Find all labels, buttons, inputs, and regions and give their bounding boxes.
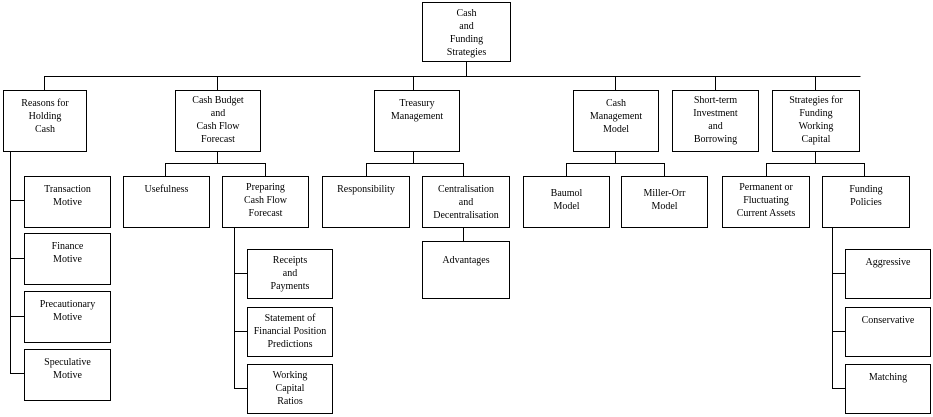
node-short-term-investment: Short-term Investment and Borrowing bbox=[672, 90, 759, 152]
node-funding-policies: Funding Policies bbox=[822, 176, 910, 228]
node-statement-financial-position: Statement of Financial Position Predicti… bbox=[247, 307, 333, 357]
node-transaction-motive: Transaction Motive bbox=[24, 176, 111, 228]
root-node: Cash and Funding Strategies bbox=[422, 2, 511, 62]
node-miller-orr-model: Miller-Orr Model bbox=[621, 176, 708, 228]
node-working-capital-ratios: Working Capital Ratios bbox=[247, 364, 333, 414]
node-cash-budget: Cash Budget and Cash Flow Forecast bbox=[175, 90, 261, 152]
node-reasons-for-holding-cash: Reasons for Holding Cash bbox=[3, 90, 87, 152]
node-treasury-management: Treasury Management bbox=[374, 90, 460, 152]
node-permanent-fluctuating: Permanent or Fluctuating Current Assets bbox=[722, 176, 810, 228]
node-finance-motive: Finance Motive bbox=[24, 233, 111, 285]
node-advantages: Advantages bbox=[422, 241, 510, 299]
node-preparing-cash-flow-forecast: Preparing Cash Flow Forecast bbox=[222, 176, 309, 228]
node-strategies-funding: Strategies for Funding Working Capital bbox=[772, 90, 860, 152]
node-usefulness: Usefulness bbox=[123, 176, 210, 228]
node-receipts-and-payments: Receipts and Payments bbox=[247, 249, 333, 299]
node-centralisation: Centralisation and Decentralisation bbox=[422, 176, 510, 228]
node-speculative-motive: Speculative Motive bbox=[24, 349, 111, 401]
node-responsibility: Responsibility bbox=[322, 176, 410, 228]
node-aggressive: Aggressive bbox=[845, 249, 931, 299]
node-cash-management-model: Cash Management Model bbox=[573, 90, 659, 152]
node-precautionary-motive: Precautionary Motive bbox=[24, 291, 111, 343]
node-baumol-model: Baumol Model bbox=[523, 176, 610, 228]
node-matching: Matching bbox=[845, 364, 931, 414]
node-conservative: Conservative bbox=[845, 307, 931, 357]
